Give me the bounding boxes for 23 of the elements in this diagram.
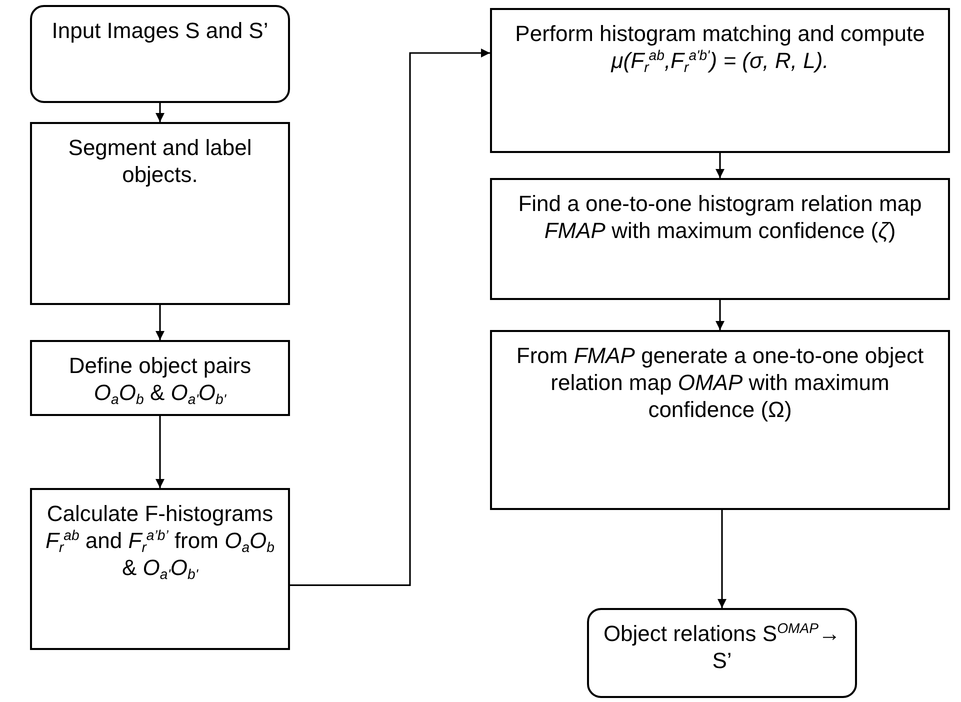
arrow: [290, 48, 490, 586]
process-box: [30, 122, 290, 305]
arrow: [718, 510, 726, 608]
process-box: [490, 178, 950, 300]
box-text: Input Images S and S’: [52, 17, 268, 44]
arrow: [716, 300, 724, 330]
box-text: Calculate F-histograms F$_{r}$$^{ab}$ and F$_{r}$$^{a’b’}$ from O$_{a}$O$_{b}$ & O$_{a'}$O$_{b'}$: [44, 500, 276, 581]
process-box: [490, 330, 950, 510]
box-text: Object relations S$^{OMAP}$→ S’: [602, 620, 842, 674]
box-text: Perform histogram matching and compute μ(F$_{r}$$^{ab}$,F$_{r}$$^{a'b'}$) = (σ, R, L).: [514, 20, 926, 74]
box-text: Define object pairs O$_{a}$O$_{b}$ & O$_{a'}$O$_{b'}$: [68, 352, 252, 406]
process-box: [30, 488, 290, 650]
box-text: Find a one-to-one histogram relation map FMAP with maximum confidence (ζ): [517, 190, 923, 244]
arrow: [156, 305, 164, 340]
process-box: [30, 340, 290, 416]
arrow: [156, 103, 164, 122]
terminal-box: [587, 608, 857, 698]
box-text: Segment and label objects.: [67, 134, 253, 188]
arrow: [716, 153, 724, 178]
arrow: [156, 416, 164, 488]
process-box: [490, 8, 950, 153]
terminal-box: [30, 5, 290, 103]
box-text: From FMAP generate a one-to-one object relation map OMAP with maximum confidence (Ω): [515, 342, 925, 423]
